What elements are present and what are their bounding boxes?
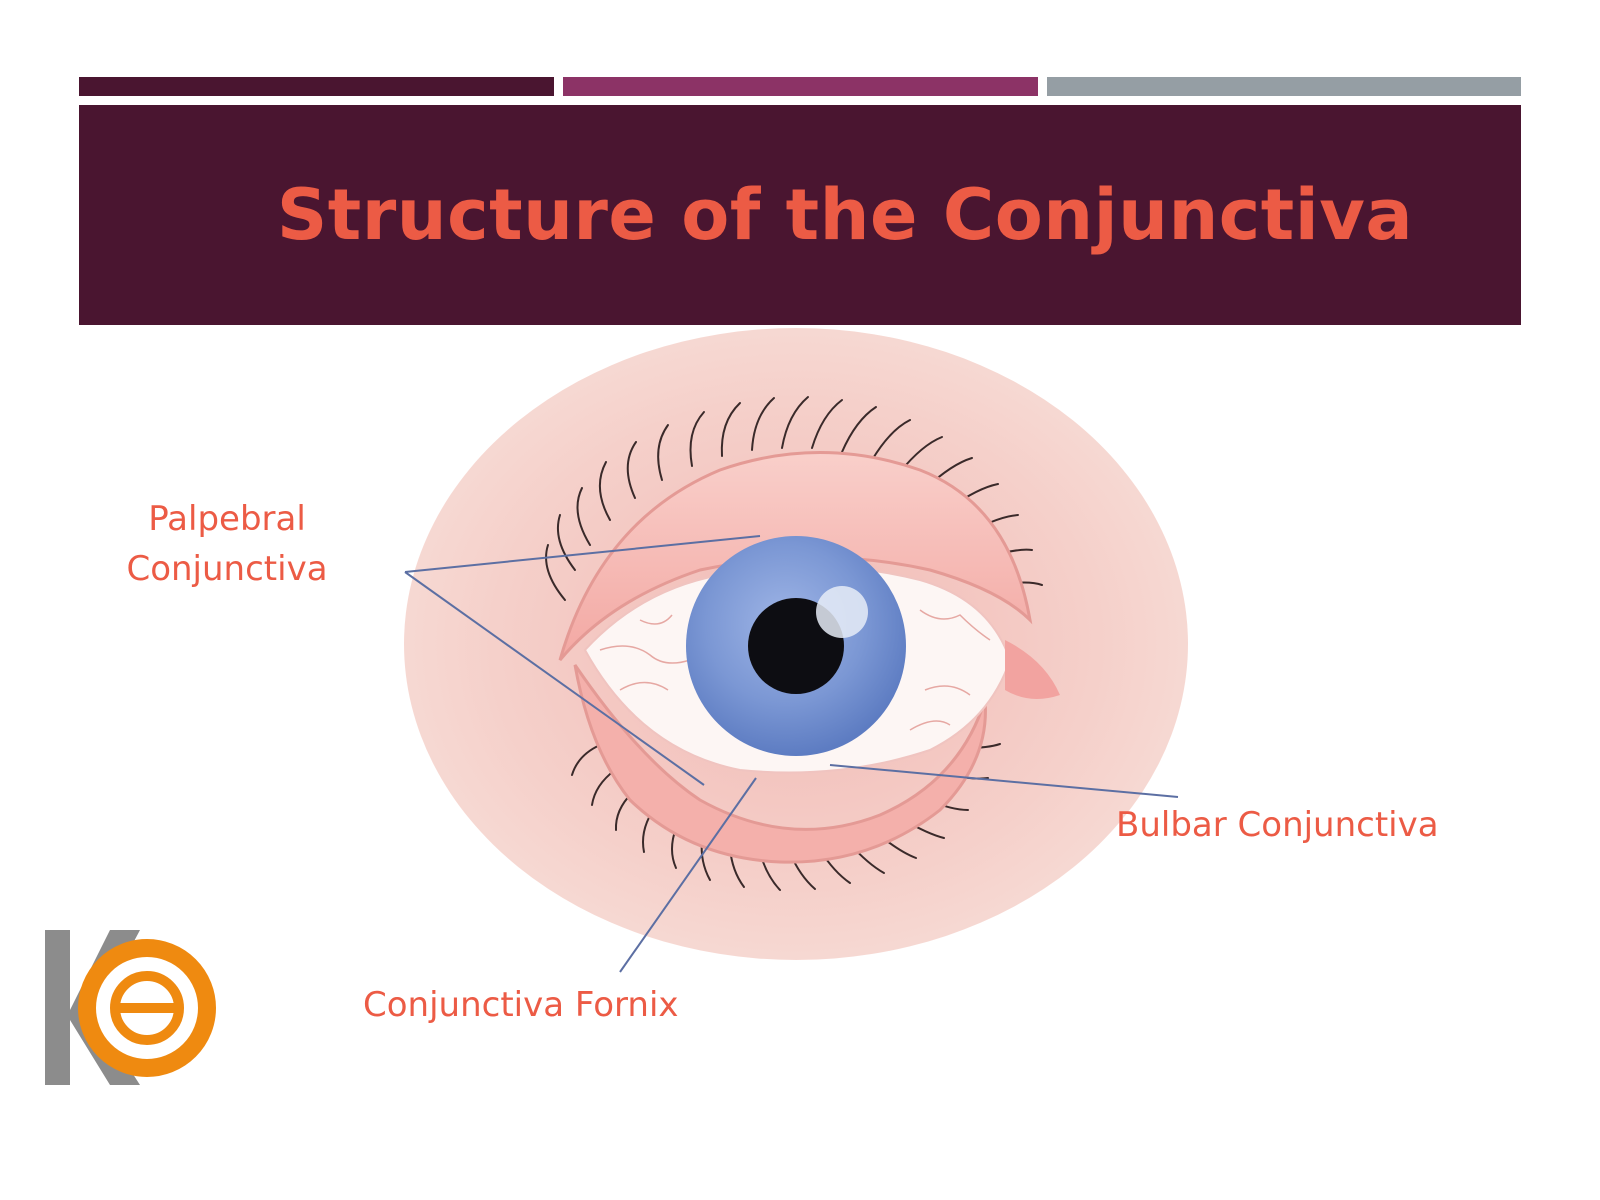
top-bar-magenta	[563, 77, 1038, 96]
pointer-lines	[404, 535, 1179, 973]
label-palpebral-line2: Conjunctiva	[126, 549, 328, 589]
sclera-veins	[599, 609, 991, 731]
label-conjunctiva-fornix: Conjunctiva Fornix	[363, 985, 679, 1025]
pointer-fornix	[619, 777, 757, 973]
top-bar-dark	[79, 77, 554, 96]
iris-highlight	[816, 586, 868, 638]
k-circle-logo-icon	[45, 930, 216, 1085]
page-title: Structure of the Conjunctiva	[276, 174, 1414, 256]
pointer-palpebral-upper	[404, 535, 761, 573]
top-bar-gray	[1047, 77, 1521, 96]
lower-eyelid	[573, 664, 987, 864]
pointer-palpebral-lower	[404, 571, 705, 786]
label-palpebral-line1: Palpebral	[148, 499, 306, 539]
label-palpebral-conjunctiva: Palpebral Conjunctiva	[96, 494, 358, 594]
title-banner: Structure of the Conjunctiva	[79, 105, 1521, 325]
label-bulbar-conjunctiva: Bulbar Conjunctiva	[1116, 805, 1439, 845]
pointer-bulbar	[829, 764, 1179, 798]
caruncle	[1005, 640, 1060, 699]
